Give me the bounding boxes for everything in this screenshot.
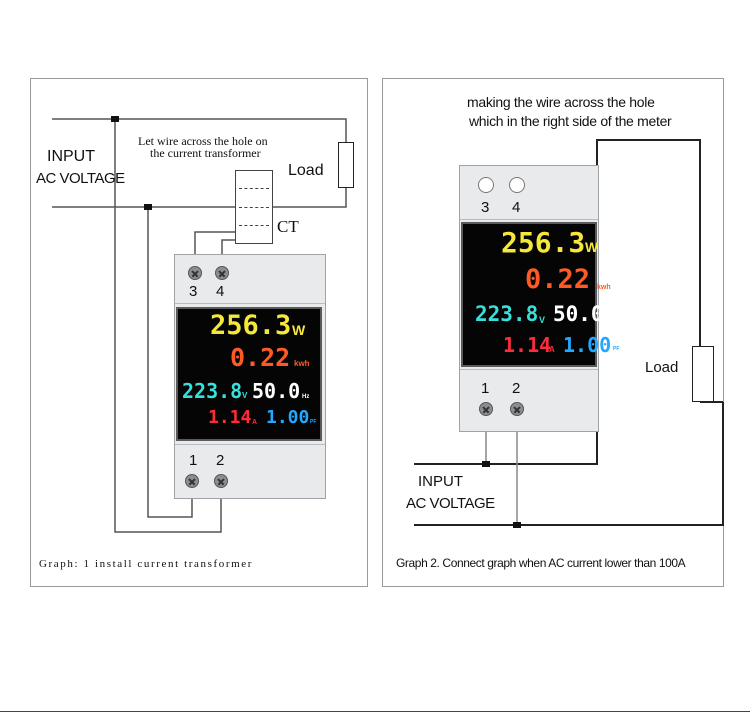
- graph2-load-resistor: [692, 346, 714, 402]
- bottom-rule: [0, 711, 750, 712]
- graph1-ct-note-line2: the current transformer: [150, 146, 261, 160]
- graph1-ac-label: AC VOLTAGE: [36, 170, 125, 187]
- graph1-terminal-4-label: 4: [216, 283, 225, 300]
- graph2-terminal-2-label: 2: [512, 380, 521, 397]
- graph1-ct-label: CT: [277, 217, 299, 236]
- graph1-terminal-4-screw: [215, 266, 229, 280]
- graph2-energy-unit: kwh: [597, 284, 611, 291]
- graph1-voltage-value: 223.8: [182, 379, 243, 403]
- graph2-frequency-unit: Hz: [605, 318, 613, 324]
- graph1-terminal-1-label: 1: [189, 452, 198, 469]
- graph2-junction-bottom: [513, 522, 521, 528]
- graph1-power-value: 256.3: [210, 310, 292, 341]
- current-transformer: [235, 170, 273, 244]
- graph2-power-value: 256.3: [501, 226, 586, 259]
- graph2-caption: Graph 2. Connect graph when AC current l…: [396, 556, 686, 570]
- graph2-title-line2: which in the right side of the meter: [469, 113, 672, 129]
- graph1-junction-top: [111, 116, 119, 122]
- graph1-pf-value: 1.00: [266, 407, 310, 428]
- graph2-terminal-1-screw: [479, 402, 493, 416]
- graph1-ct-note-line1: Let wire across the hole on: [138, 134, 268, 148]
- graph2-voltage-value: 223.8: [475, 302, 539, 326]
- graph1-pf-unit: PF: [310, 419, 317, 425]
- graph1-energy-unit: kwh: [294, 359, 310, 368]
- graph2-voltage-unit: V: [539, 315, 546, 325]
- graph1-load-resistor: [338, 142, 354, 188]
- graph2-frequency-value: 50.0: [553, 302, 604, 326]
- graph1-caption: Graph: 1 install current transformer: [39, 558, 253, 570]
- graph1-energy-value: 0.22: [230, 343, 291, 372]
- graph2-terminal-3-label: 3: [481, 199, 490, 216]
- graph1-terminal-2-label: 2: [216, 452, 225, 469]
- graph2-current-unit: A: [549, 345, 555, 354]
- graph2-display: 256.3 W 0.22 kwh 223.8 V 50.0 Hz 1.14 A …: [461, 222, 619, 367]
- graph1-terminal-3-label: 3: [189, 283, 198, 300]
- graph1-current-value: 1.14: [208, 407, 252, 428]
- graph1-voltage-unit: V: [242, 391, 248, 400]
- graph1-frequency-value: 50.0: [252, 379, 301, 403]
- graph2-pf-value: 1.00: [563, 333, 612, 357]
- graph1-terminal-1-screw: [185, 474, 199, 488]
- graph2-energy-value: 0.22: [525, 264, 591, 295]
- graph2-terminal-2-screw: [510, 402, 524, 416]
- graph2-junction-top: [482, 461, 490, 467]
- graph1-display: 256.3 W 0.22 kwh 223.8 V 50.0 Hz 1.14 A …: [176, 307, 322, 441]
- graph2-input-label: INPUT: [418, 473, 463, 490]
- graph2-terminal-3-hole: [478, 177, 494, 193]
- graph2-terminal-1-label: 1: [481, 380, 490, 397]
- graph1-load-label: Load: [288, 162, 324, 179]
- graph1-terminal-3-screw: [188, 266, 202, 280]
- graph1-power-unit: W: [292, 322, 306, 338]
- graph2-terminal-4-hole: [509, 177, 525, 193]
- graph2-terminal-4-label: 4: [512, 199, 521, 216]
- graph1-junction-bottom: [144, 204, 152, 210]
- graph1-input-label: INPUT: [47, 148, 95, 165]
- graph1-terminal-2-screw: [214, 474, 228, 488]
- graph2-power-unit: W: [585, 239, 599, 255]
- graph2-title-line1: making the wire across the hole: [467, 94, 655, 110]
- graph1-frequency-unit: Hz: [302, 394, 310, 400]
- graph2-ac-label: AC VOLTAGE: [406, 495, 495, 512]
- graph2-pf-unit: PF: [613, 346, 620, 352]
- graph2-load-label: Load: [645, 359, 679, 376]
- graph2-current-value: 1.14: [503, 333, 552, 357]
- graph1-current-unit: A: [252, 419, 258, 426]
